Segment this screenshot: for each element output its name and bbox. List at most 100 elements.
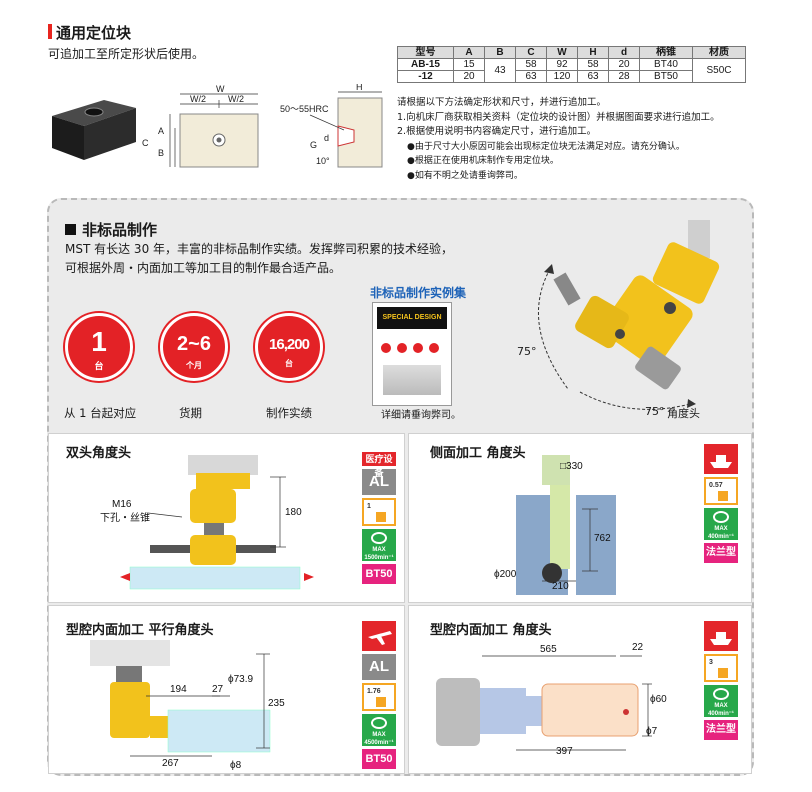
badge-shank: 法兰型 bbox=[704, 720, 738, 740]
badge-rpm-value: 400min⁻¹ bbox=[708, 534, 734, 540]
badge-rpm-max: MAX bbox=[714, 526, 728, 532]
col-a: A bbox=[453, 46, 485, 59]
angle-head-illustration bbox=[538, 220, 720, 410]
badge-weight-value: 1.76 bbox=[367, 688, 381, 695]
notes: 请根据以下方法确定形状和尺寸，并进行追加工。 1.向机床厂商获取相关资料（定位块… bbox=[397, 96, 720, 183]
hardness-label: 50～55HRC bbox=[280, 104, 329, 114]
stat-circle-track-record: 16,200 台 bbox=[255, 313, 323, 381]
dim-w2-left: W/2 bbox=[190, 94, 206, 104]
m16-label: M16 bbox=[112, 499, 132, 510]
col-taper: 柄锥 bbox=[639, 46, 693, 59]
col-w: W bbox=[546, 46, 578, 59]
stat-value: 2~6 bbox=[177, 333, 211, 355]
angle-10: 10° bbox=[316, 156, 330, 166]
ship-icon bbox=[704, 444, 738, 474]
stat-unit: 个月 bbox=[186, 361, 202, 370]
col-d: d bbox=[608, 46, 640, 59]
badge-rpm-max: MAX bbox=[372, 547, 386, 553]
badge-rpm-value: 1500min⁻¹ bbox=[364, 555, 394, 561]
dim-235: 235 bbox=[268, 698, 285, 709]
badge-rpm: MAX 1500min⁻¹ bbox=[362, 529, 396, 561]
cell: 120 bbox=[546, 70, 578, 83]
catalog-book-image: SPECIAL DESIGN bbox=[372, 302, 452, 406]
cell: 20 bbox=[453, 70, 485, 83]
stat-value: 16,200 bbox=[269, 336, 310, 353]
col-b: B bbox=[484, 46, 516, 59]
dim-180: 180 bbox=[285, 507, 302, 518]
cell: 20 bbox=[608, 58, 640, 71]
cell: 15 bbox=[453, 58, 485, 71]
dim-a: A bbox=[158, 126, 164, 136]
cell: 58 bbox=[577, 58, 609, 71]
panel-badges: 0.57 MAX 400min⁻¹ 法兰型 bbox=[704, 444, 738, 566]
dim-g: G bbox=[310, 140, 317, 150]
badge-rpm-max: MAX bbox=[714, 703, 728, 709]
note-item: 1.向机床厂商获取相关资料（定位块的设计图）并根据图面要求进行追加工。 bbox=[397, 111, 720, 123]
dim-phi60: ϕ60 bbox=[650, 694, 667, 705]
dim-phi8: ϕ8 bbox=[230, 760, 242, 770]
angle-head-caption: 角度头 bbox=[667, 407, 700, 420]
stat-unit: 台 bbox=[285, 359, 293, 368]
catalog-book-title: SPECIAL DESIGN bbox=[377, 307, 447, 329]
custom-heading: 非标品制作 bbox=[65, 219, 157, 240]
intro-line: 可根据外周・内面加工等加工目的制作最合适产品。 bbox=[65, 261, 342, 275]
badge-shank: BT50 bbox=[362, 749, 396, 769]
title-accent-bar bbox=[48, 24, 52, 39]
stat-value: 1 bbox=[91, 326, 107, 357]
stat-caption: 货期 bbox=[179, 406, 202, 420]
badge-rpm: MAX 400min⁻¹ bbox=[704, 685, 738, 717]
cell: 63 bbox=[515, 70, 547, 83]
badge-shank: 法兰型 bbox=[704, 543, 738, 563]
dim-762: 762 bbox=[594, 533, 611, 544]
stat-caption: 制作实绩 bbox=[266, 406, 312, 420]
badge-material: AL bbox=[362, 469, 396, 495]
dim-267: 267 bbox=[162, 758, 179, 769]
dim-330: □330 bbox=[560, 461, 583, 472]
note-bullet: ●根据正在使用机床制作专用定位块。 bbox=[407, 156, 559, 166]
badge-weight: 1 bbox=[362, 498, 396, 526]
badge-rpm-value: 400min⁻¹ bbox=[708, 711, 734, 717]
dim-w2-right: W/2 bbox=[228, 94, 244, 104]
airplane-icon bbox=[362, 621, 396, 651]
note-bullet: ●如有不明之处请垂询弊司。 bbox=[407, 170, 523, 181]
note-bullet: ●由于尺寸大小原因可能会出现标定位块无法满足对应。请充分确认。 bbox=[407, 141, 685, 152]
stat-unit: 台 bbox=[94, 361, 104, 371]
table-row: AB-15 15 43 58 92 58 20 BT40 S50C bbox=[397, 58, 746, 83]
badge-shank: BT50 bbox=[362, 564, 396, 584]
panel-title: 型腔内面加工 角度头 bbox=[430, 623, 552, 638]
cell: 63 bbox=[577, 70, 609, 83]
cell: 43 bbox=[484, 58, 516, 83]
ship-icon bbox=[704, 621, 738, 651]
cell: AB-15 bbox=[397, 58, 454, 71]
cell: 28 bbox=[608, 70, 640, 83]
page-subtitle: 可追加工至所定形状后使用。 bbox=[48, 47, 205, 61]
block-dimension-drawing: W W/2 W/2 C A B H 50～55HRC G d 10° bbox=[142, 84, 383, 168]
cell: 92 bbox=[546, 58, 578, 71]
badge-weight-value: 1 bbox=[367, 503, 371, 510]
cavity-angle-drawing: 565 22 ϕ60 ϕ7 397 bbox=[436, 642, 667, 757]
badge-medical: 医疗设备 bbox=[362, 452, 396, 478]
cell: BT50 bbox=[639, 70, 693, 83]
cavity-parallel-drawing: 194 27 ϕ73.9 235 267 ϕ8 bbox=[90, 640, 285, 770]
stat-caption: 从 1 台起对应 bbox=[64, 406, 137, 420]
badge-weight-value: 3 bbox=[709, 659, 713, 666]
stat-circle-lead-time: 2~6 个月 bbox=[160, 313, 228, 381]
catalog-title: 非标品制作实例集 bbox=[370, 286, 467, 300]
m16-sub-label: 下孔・丝锥 bbox=[100, 512, 150, 524]
positioning-block-photo bbox=[52, 100, 136, 160]
panel-title: 双头角度头 bbox=[66, 446, 132, 461]
catalog-caption: 详细请垂询弊司。 bbox=[381, 410, 461, 421]
dim-c: C bbox=[142, 138, 149, 148]
badge-weight: 3 bbox=[704, 654, 738, 682]
badge-weight: 0.57 bbox=[704, 477, 738, 505]
dim-210: 210 bbox=[552, 581, 569, 592]
cell: 58 bbox=[515, 58, 547, 71]
dim-h: H bbox=[356, 84, 363, 92]
panel-badges: 3 MAX 400min⁻¹ 法兰型 bbox=[704, 621, 738, 743]
double-head-drawing: 180 M16 下孔・丝锥 bbox=[100, 455, 314, 590]
cell: S50C bbox=[692, 58, 746, 83]
dim-phi200: ϕ200 bbox=[494, 569, 517, 580]
side-machining-drawing: □330 762 ϕ200 210 bbox=[494, 455, 616, 595]
badge-weight-value: 0.57 bbox=[709, 482, 723, 489]
